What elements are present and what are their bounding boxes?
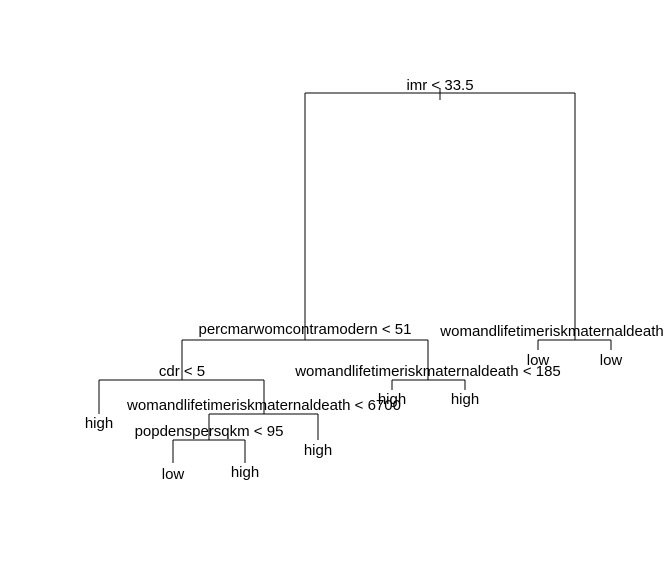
split-label-womandlifetimeriskmaternaldeath-right: womandlifetimeriskmaternaldeath [439,323,663,340]
split-label-womandlifetimeriskmaternaldeath-185: womandlifetimeriskmaternaldeath < 185 [294,363,561,380]
leaf-label: low [527,352,550,369]
leaf-label: high [231,464,259,481]
split-label-percmarwomcontramodern: percmarwomcontramodern < 51 [198,321,411,338]
leaf-label: high [85,415,113,432]
leaf-label: high [304,442,332,459]
split-label-cdr: cdr < 5 [159,363,205,380]
leaf-label: high [378,391,406,408]
split-label-root: imr < 33.5 [406,77,473,94]
leaf-label: low [162,466,185,483]
leaf-label: high [451,391,479,408]
split-label-popdenspersqkm: popdenspersqkm < 95 [135,423,284,440]
split-label-womandlifetimeriskmaternaldeath-6700: womandlifetimeriskmaternaldeath < 6700 [126,397,401,414]
leaf-label: low [600,352,623,369]
